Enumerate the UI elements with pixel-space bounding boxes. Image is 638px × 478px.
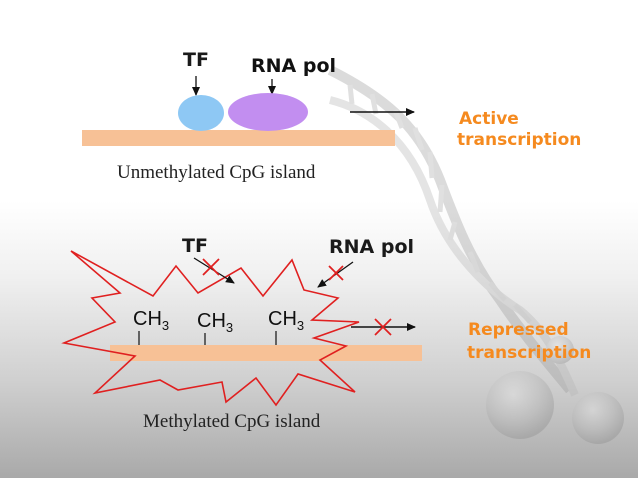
transcription-block-cross-icon <box>374 318 392 336</box>
repressed-status-line2: transcription <box>467 343 591 363</box>
methyl-group-3-subscript: 3 <box>297 318 304 333</box>
tf-block-cross-icon <box>202 258 220 276</box>
active-status-line1: Active <box>459 109 519 129</box>
unmethylated-caption: Unmethylated CpG island <box>117 162 316 183</box>
tf-label-top: TF <box>183 49 209 71</box>
active-status-line2: transcription <box>457 130 581 150</box>
methyl-group-2-text: CH <box>197 310 226 332</box>
repressed-status-line1: Repressed <box>468 320 569 340</box>
methylated-panel: TF RNA pol CH3 CH3 CH3 Methylated CpG is… <box>61 235 591 432</box>
background-dna-helix <box>327 65 624 444</box>
methyl-group-2: CH3 <box>197 310 233 335</box>
rna-pol-label-bottom: RNA pol <box>329 236 414 258</box>
methyl-group-2-subscript: 3 <box>226 320 233 335</box>
methyl-group-1: CH3 <box>133 308 169 333</box>
rna-pol-block-cross-icon <box>328 265 344 281</box>
dna-strand-bottom <box>110 345 422 361</box>
dna-strand-top <box>82 130 395 146</box>
tf-protein-blob <box>178 95 224 131</box>
unmethylated-panel: TF RNA pol Unmethylated CpG island Activ… <box>82 49 581 183</box>
methyl-group-3-text: CH <box>268 308 297 330</box>
repression-burst <box>61 250 360 407</box>
methyl-group-1-text: CH <box>133 308 162 330</box>
rna-pol-protein-blob <box>228 93 308 131</box>
rna-pol-label-top: RNA pol <box>251 55 336 77</box>
methylated-caption: Methylated CpG island <box>143 411 321 432</box>
tf-label-bottom: TF <box>182 235 208 257</box>
methyl-group-1-subscript: 3 <box>162 318 169 333</box>
methyl-group-3: CH3 <box>268 308 304 333</box>
